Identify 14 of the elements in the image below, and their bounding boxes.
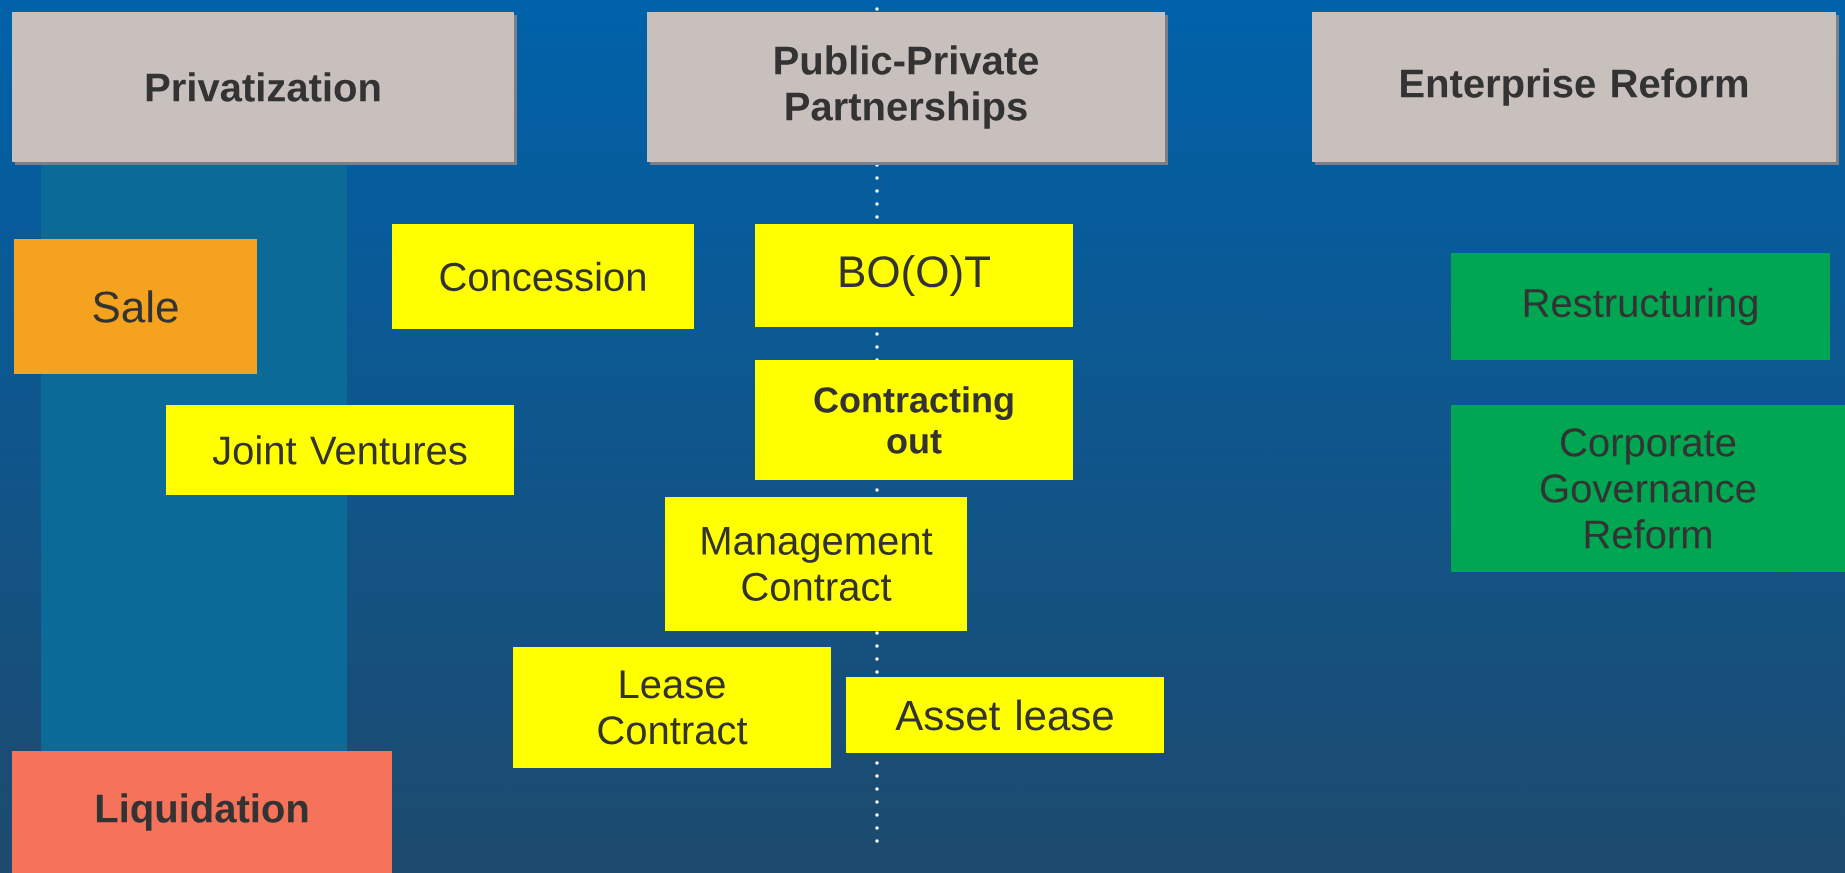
header-box: Enterprise Reform	[1312, 12, 1839, 165]
category-box: Restructuring	[1451, 253, 1830, 360]
category-box: Concession	[392, 224, 694, 329]
category-box: Liquidation	[12, 751, 392, 873]
category-box: Joint Ventures	[166, 405, 514, 495]
header-box: Privatization	[12, 12, 517, 165]
category-box: Lease Contract	[513, 647, 831, 768]
category-box: Management Contract	[665, 497, 967, 631]
header-box: Public-Private Partnerships	[647, 12, 1168, 165]
category-box: Sale	[14, 239, 257, 374]
category-box: Asset lease	[846, 677, 1164, 753]
category-box: Contracting out	[755, 360, 1073, 480]
category-box: BO(O)T	[755, 224, 1073, 327]
category-box: Corporate Governance Reform	[1451, 405, 1845, 572]
